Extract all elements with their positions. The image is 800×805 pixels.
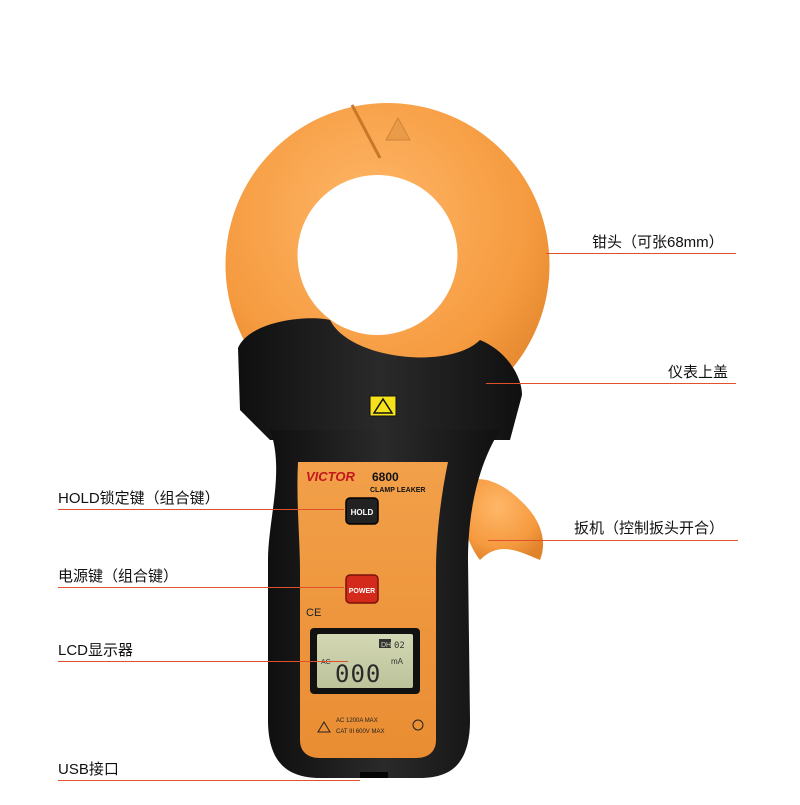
hold-button[interactable] (345, 497, 379, 525)
lcd-unit: mA (391, 657, 404, 666)
power-button-label: POWER (349, 588, 375, 595)
hold-button-label: HOLD (351, 508, 374, 517)
leader-line-top-cover (486, 383, 736, 384)
callout-hold-key: HOLD锁定键（组合键） (58, 490, 220, 507)
disposal-icon (412, 719, 424, 731)
power-button[interactable] (345, 574, 379, 604)
leader-line-usb-port (58, 780, 360, 781)
callout-power-key: 电源键（组合键） (58, 568, 179, 585)
usb-port (360, 772, 388, 778)
model-number: 6800 (372, 470, 399, 484)
callout-top-cover: 仪表上盖 (668, 364, 729, 381)
leader-line-hold-key (58, 509, 344, 510)
trigger (461, 479, 544, 560)
ce-mark: CE (306, 607, 321, 619)
lcd-mode: AC (321, 659, 331, 666)
leader-line-lcd-display (58, 661, 348, 662)
model-subtitle: CLAMP LEAKER (370, 487, 425, 494)
lcd-range: 02 (394, 641, 405, 651)
ratings-warning-icon (317, 721, 331, 733)
jaw-split-line (350, 104, 382, 159)
rating-line-2: CAT III 600V MAX (336, 729, 384, 735)
lcd-indicator: DH (381, 642, 391, 649)
caution-triangle-icon (372, 397, 394, 414)
leader-line-clamp-head (546, 253, 736, 254)
lcd-reading: 000 (335, 660, 381, 688)
rating-line-1: AC 1200A MAX (336, 718, 378, 724)
leader-line-trigger (488, 540, 738, 541)
leader-line-power-key (58, 587, 344, 588)
brand-logo: VICTOR (306, 469, 355, 484)
callout-clamp-head: 钳头（可张68mm） (592, 234, 724, 251)
jaw-warning-icon (385, 116, 411, 141)
lcd-indicator-box (379, 639, 391, 648)
callout-usb-port: USB接口 (58, 761, 119, 778)
caution-icon (369, 395, 397, 417)
callout-trigger: 扳机（控制扳头开合） (574, 520, 725, 537)
callout-lcd-display: LCD显示器 (58, 642, 134, 659)
top-cover (238, 318, 522, 440)
